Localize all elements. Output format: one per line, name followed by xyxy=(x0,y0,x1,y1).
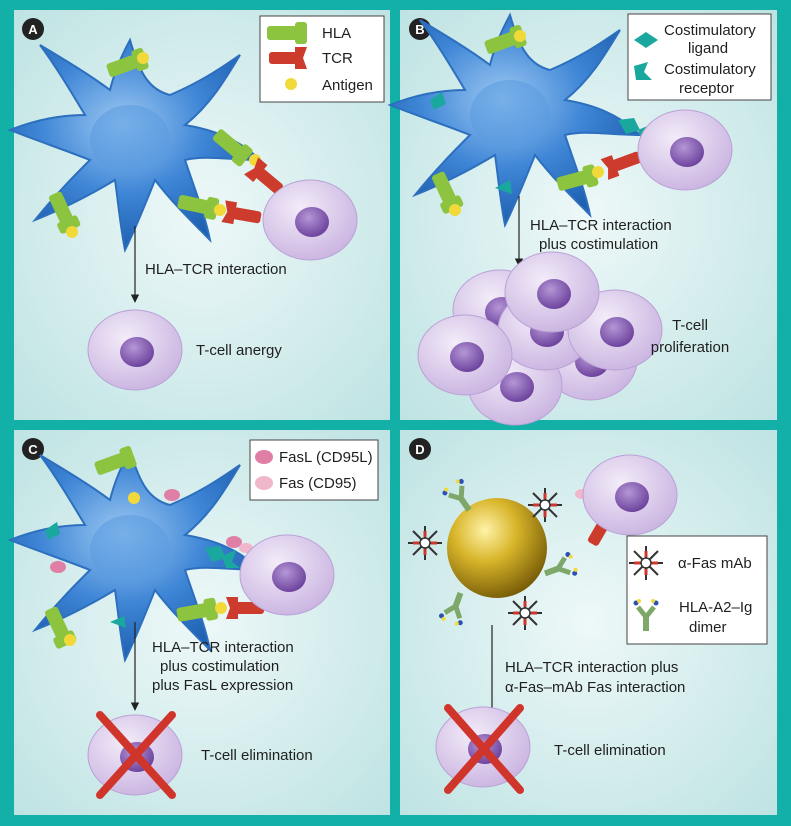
anergic-t-cell xyxy=(87,309,183,391)
arrow-label-b-line2: plus costimulation xyxy=(539,236,658,253)
legend-a: HLA TCR Antigen xyxy=(259,15,385,103)
magnetic-bead xyxy=(447,498,547,598)
antigen xyxy=(137,52,149,64)
legend-ligand-icon xyxy=(634,32,658,48)
arrow-label-c-line3: plus FasL expression xyxy=(152,677,293,694)
legend-fas-icon xyxy=(255,476,273,490)
panel-c: C FasL (CD95L) Fas (CD95) xyxy=(9,430,390,815)
costimulatory-ligand xyxy=(430,92,446,110)
svg-text:C: C xyxy=(28,442,38,457)
outcome-b-line2: proliferation xyxy=(651,339,729,356)
svg-text:Costimulatory: Costimulatory xyxy=(664,61,756,78)
antigen xyxy=(449,204,461,216)
antigen xyxy=(514,30,526,42)
elimination-cross xyxy=(444,704,524,794)
costimulatory-ligand xyxy=(110,616,126,628)
legend-b: Costimulatory ligand Costimulatory recep… xyxy=(627,13,772,101)
antigen xyxy=(64,634,76,646)
legend-receptor-icon xyxy=(634,62,652,80)
svg-text:FasL (CD95L): FasL (CD95L) xyxy=(279,449,373,466)
arrow-label-c-line1: HLA–TCR interaction xyxy=(152,639,294,656)
svg-text:dimer: dimer xyxy=(689,619,727,636)
costimulatory-ligand xyxy=(45,522,60,540)
t-cell xyxy=(582,454,678,536)
legend-mab-icon xyxy=(627,544,665,582)
panel-d: D α-Fas mAb HLA-A2–Ig dimer HLA–TCR inte… xyxy=(400,430,777,815)
arrow-label-d-line2: α-Fas–mAb Fas interaction xyxy=(505,679,685,696)
costimulatory-receptor xyxy=(222,550,240,568)
elimination-cross xyxy=(96,711,176,799)
outcome-c: T-cell elimination xyxy=(201,747,313,764)
svg-text:receptor: receptor xyxy=(679,80,734,97)
panel-a: A HLA TCR Antigen HLA–TCR interaction T-… xyxy=(9,10,390,420)
t-cell xyxy=(637,109,733,191)
legend-d: α-Fas mAb HLA-A2–Ig dimer xyxy=(626,535,768,645)
svg-text:HLA-A2–Ig: HLA-A2–Ig xyxy=(679,599,752,616)
arrow-label-a: HLA–TCR interaction xyxy=(145,261,287,278)
t-cell xyxy=(262,179,358,261)
svg-text:D: D xyxy=(415,442,424,457)
antigen xyxy=(66,226,78,238)
outcome-d: T-cell elimination xyxy=(554,742,666,759)
legend-c: FasL (CD95L) Fas (CD95) xyxy=(249,439,379,501)
fasl xyxy=(50,489,242,573)
antigen xyxy=(128,492,140,504)
svg-text:Fas (CD95): Fas (CD95) xyxy=(279,475,357,492)
svg-text:A: A xyxy=(28,22,38,37)
panel-b: B Costimulatory ligand Costimulatory rec… xyxy=(389,10,777,426)
legend-hla-label: HLA xyxy=(322,25,351,42)
legend-antigen-label: Antigen xyxy=(322,77,373,94)
svg-text:ligand: ligand xyxy=(688,40,728,57)
svg-text:α-Fas mAb: α-Fas mAb xyxy=(678,555,752,572)
costimulatory-ligand xyxy=(205,546,226,562)
panel-a-badge: A xyxy=(22,18,44,40)
costimulatory-ligand xyxy=(495,180,512,194)
antigen xyxy=(214,204,226,216)
legend-antigen-icon xyxy=(285,78,297,90)
panel-c-badge: C xyxy=(22,438,44,460)
svg-text:Costimulatory: Costimulatory xyxy=(664,22,756,39)
antigen xyxy=(592,166,604,178)
outcome-b-line1: T-cell xyxy=(672,317,708,334)
arrow-label-d-line1: HLA–TCR interaction plus xyxy=(505,659,678,676)
costimulatory-ligand xyxy=(618,118,640,134)
panel-d-badge: D xyxy=(409,438,431,460)
legend-tcr-label: TCR xyxy=(322,50,353,67)
legend-fasl-icon xyxy=(255,450,273,464)
svg-text:B: B xyxy=(415,22,424,37)
t-cell xyxy=(239,534,335,616)
outcome-a: T-cell anergy xyxy=(196,342,282,359)
arrow-label-b-line1: HLA–TCR interaction xyxy=(530,217,672,234)
arrow-label-c-line2: plus costimulation xyxy=(160,658,279,675)
antigen xyxy=(215,602,227,614)
